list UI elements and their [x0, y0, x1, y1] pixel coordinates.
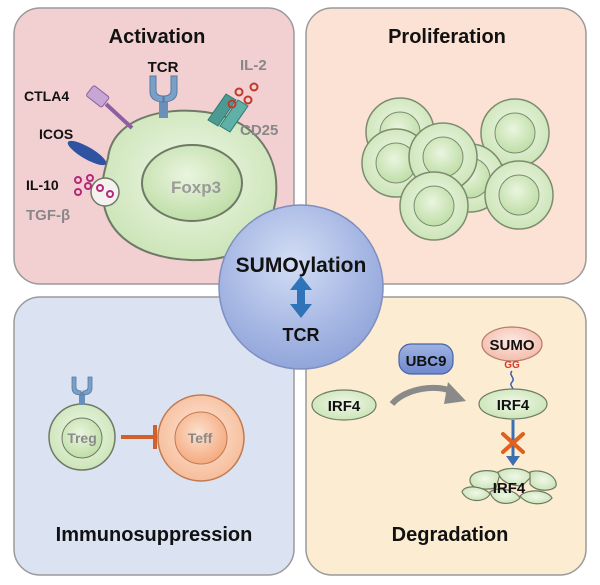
ubc9-box — [398, 343, 454, 375]
sumoylation-arrow-icon — [389, 382, 466, 407]
icos-label: ICOS — [39, 126, 73, 142]
center-subtitle: TCR — [283, 325, 320, 345]
teff-label: Teff — [188, 430, 213, 446]
il10-label: IL-10 — [26, 177, 59, 193]
treg-nucleus — [141, 144, 243, 222]
irf4-sumo-label: IRF4 — [497, 397, 530, 414]
blocked-arrow-icon — [506, 420, 520, 466]
proliferating-cells — [361, 97, 554, 241]
irf4-degraded-label: IRF4 — [493, 480, 526, 497]
proliferation-title: Proliferation — [388, 26, 506, 48]
treg-tcr-icon — [71, 376, 93, 405]
inhibition-arrow-icon — [121, 425, 157, 449]
teff-cell — [157, 394, 245, 482]
irf4-degraded-fragments — [461, 467, 557, 505]
icos-receptor-icon — [67, 140, 107, 166]
gg-label: GG — [504, 360, 520, 371]
cell — [484, 160, 554, 230]
degradation-panel — [305, 296, 587, 576]
cd25-label: CD25 — [240, 122, 278, 139]
cell — [399, 171, 469, 241]
foxp3-label: Foxp3 — [171, 178, 221, 197]
tcr-receptor-icon — [149, 75, 178, 118]
irf4-left-node — [311, 389, 377, 421]
ubc9-label: UBC9 — [406, 353, 447, 370]
secretory-vesicle — [90, 177, 120, 207]
center-title: SUMOylation — [236, 254, 367, 277]
block-x-icon — [501, 432, 525, 454]
irf4-sumo-node — [478, 388, 548, 420]
cell — [480, 98, 550, 168]
tcr-label: TCR — [148, 59, 179, 76]
ctla4-receptor-icon — [86, 85, 134, 130]
degradation-title: Degradation — [392, 524, 509, 546]
tgfb-label: TGF-β — [26, 207, 70, 224]
il2-label: IL-2 — [240, 57, 267, 74]
treg-label: Treg — [67, 430, 97, 446]
immunosuppression-title: Immunosuppression — [56, 524, 253, 546]
activation-title: Activation — [109, 26, 206, 48]
il2-molecules-icon — [227, 82, 259, 109]
sumo-label: SUMO — [490, 337, 535, 354]
sumo-node — [481, 326, 543, 362]
irf4-left-label: IRF4 — [328, 398, 361, 415]
il10-molecules-icon — [74, 174, 114, 198]
ctla4-label: CTLA4 — [24, 88, 69, 104]
bidirectional-arrow-icon — [290, 276, 312, 318]
